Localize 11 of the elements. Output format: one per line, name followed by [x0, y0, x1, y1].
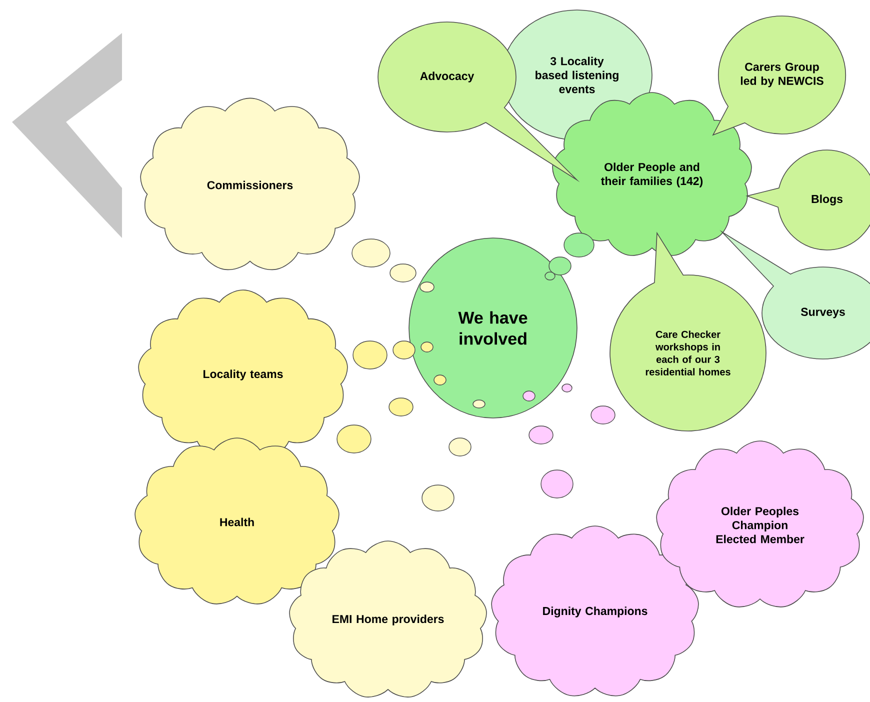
thought-cloud: Older People and their families (142)	[552, 92, 752, 256]
speech-bubble: Carers Group led by NEWCIS	[712, 16, 846, 136]
thought-cloud: Dignity Champions	[491, 526, 699, 696]
speech-bubble: Surveys	[722, 232, 870, 360]
speech-bubble: Blogs	[746, 150, 870, 250]
thought-cloud: Older Peoples Champion Elected Member	[656, 440, 864, 608]
speech-bubble: Care Checker workshops in each of our 3 residential homes	[610, 232, 766, 432]
thought-cloud: Locality teams	[138, 290, 348, 458]
thought-cloud: Commissioners	[140, 98, 360, 270]
thought-cloud: Health	[134, 438, 340, 604]
thought-cloud: EMI Home providers	[289, 540, 487, 698]
